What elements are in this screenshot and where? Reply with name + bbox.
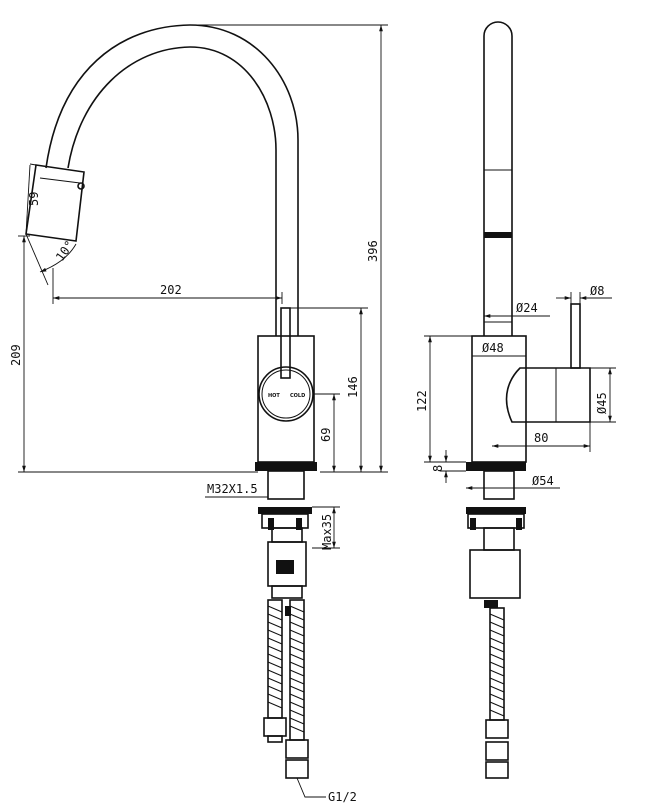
front-body (257, 335, 315, 463)
front-view: HOT COLD (9, 24, 388, 804)
front-thread-shank (267, 470, 305, 500)
dim-d45: Ø45 (595, 392, 609, 414)
dim-69: 69 (319, 428, 333, 442)
dim-10deg: 10° (53, 238, 77, 264)
side-view: Ø24 Ø8 Ø48 122 8 Ø45 80 Ø54 (415, 21, 616, 779)
dim-59: 59 (27, 192, 41, 206)
front-spout-inner (67, 46, 277, 336)
front-lever (280, 307, 291, 379)
dim-d24: Ø24 (516, 301, 538, 315)
side-spout (483, 21, 513, 336)
dim-max35: Max35 (320, 514, 334, 550)
dim-8: 8 (431, 465, 445, 472)
side-hose (485, 607, 509, 779)
side-lever (570, 303, 581, 369)
dim-146: 146 (346, 376, 360, 398)
cold-label: COLD (290, 393, 305, 399)
dim-d8: Ø8 (590, 284, 604, 298)
front-hoses (263, 599, 309, 779)
dim-122: 122 (415, 390, 429, 412)
dim-209: 209 (9, 344, 23, 366)
dim-396: 396 (366, 240, 380, 262)
dim-thread: M32X1.5 (207, 482, 258, 496)
dim-202: 202 (160, 283, 182, 297)
dim-80: 80 (534, 431, 548, 445)
side-handle (505, 367, 591, 423)
spray-button-icon (77, 182, 85, 190)
front-handle-disc (258, 366, 314, 422)
spray-head (25, 164, 85, 242)
dim-d54: Ø54 (532, 474, 554, 488)
dim-d48: Ø48 (482, 341, 504, 355)
dim-g12: G1/2 (328, 790, 357, 804)
hot-label: HOT (268, 393, 280, 399)
front-spout-outer (45, 24, 299, 336)
front-base-plate (255, 462, 317, 471)
